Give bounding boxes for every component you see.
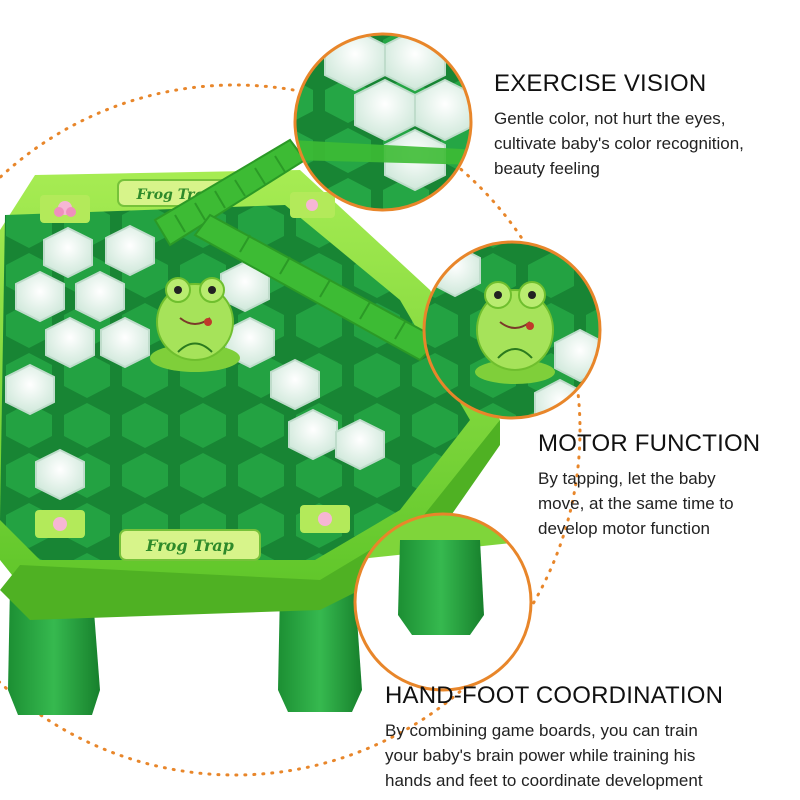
feature-line: beauty feeling bbox=[494, 159, 600, 178]
zoom-circle-vision bbox=[293, 32, 473, 212]
feature-line: move, at the same time to bbox=[538, 494, 734, 513]
hammer bbox=[153, 138, 442, 362]
board-label-bottom-text: Frog Trap bbox=[145, 536, 234, 555]
feature-hand-foot-coordination: HAND-FOOT COORDINATION By combining game… bbox=[385, 682, 785, 793]
feature-line: cultivate baby's color recognition, bbox=[494, 134, 744, 153]
dotted-ring bbox=[0, 83, 582, 777]
feature-title: HAND-FOOT COORDINATION bbox=[385, 682, 724, 709]
feature-description: By combining game boards, you can train … bbox=[385, 718, 785, 793]
zoom-circle-coordination bbox=[353, 512, 533, 692]
feature-line: develop motor function bbox=[538, 519, 710, 538]
feature-title: MOTOR FUNCTION bbox=[538, 430, 761, 457]
lotus-decal bbox=[35, 192, 350, 538]
feature-exercise-vision: EXERCISE VISION Gentle color, not hurt t… bbox=[494, 70, 794, 181]
feature-line: By combining game boards, you can train bbox=[385, 721, 698, 740]
ice-blocks bbox=[5, 224, 385, 501]
zoom-circle-motor bbox=[422, 240, 602, 420]
feature-line: your baby's brain power while training h… bbox=[385, 746, 696, 765]
feature-motor-function: MOTOR FUNCTION By tapping, let the baby … bbox=[538, 430, 798, 541]
feature-title: EXERCISE VISION bbox=[494, 70, 707, 97]
feature-description: By tapping, let the baby move, at the sa… bbox=[538, 466, 798, 541]
game-board: Frog Trap Frog Trap bbox=[0, 138, 500, 620]
feature-description: Gentle color, not hurt the eyes, cultiva… bbox=[494, 106, 794, 181]
feature-line: By tapping, let the baby bbox=[538, 469, 716, 488]
feature-line: Gentle color, not hurt the eyes, bbox=[494, 109, 726, 128]
frog-figure bbox=[150, 277, 240, 372]
board-label-bottom: Frog Trap bbox=[119, 529, 261, 561]
feature-line: hands and feet to coordinate development bbox=[385, 771, 703, 790]
